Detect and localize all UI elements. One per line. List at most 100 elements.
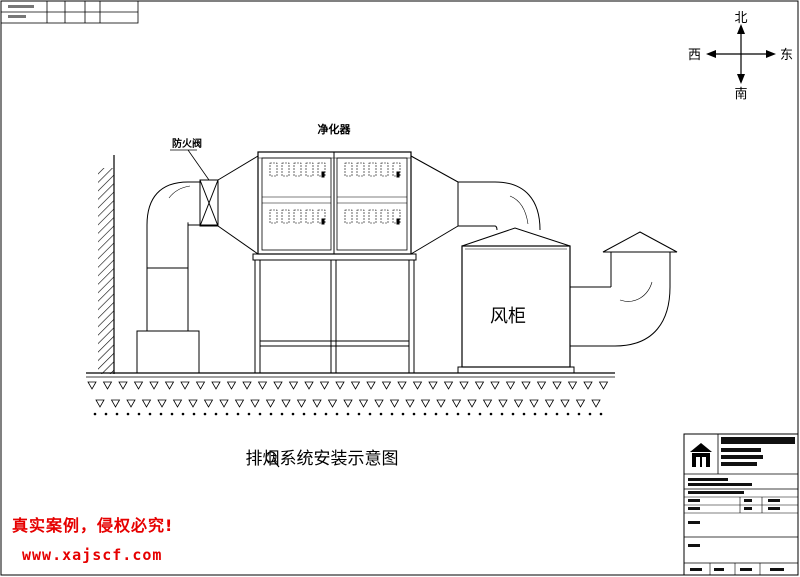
soil-symbols-row-1 bbox=[87, 381, 609, 390]
soil-symbol bbox=[567, 381, 578, 390]
soil-symbol bbox=[428, 381, 438, 390]
louver-slot bbox=[281, 209, 290, 224]
left-riser-duct bbox=[136, 181, 218, 374]
soil-symbol bbox=[583, 381, 593, 390]
soil-symbol bbox=[536, 381, 547, 390]
soil-symbol bbox=[242, 381, 252, 390]
soil-symbol bbox=[304, 381, 314, 390]
louver-slot bbox=[344, 162, 353, 177]
watermark-text: 真实案例，侵权必究! bbox=[12, 516, 174, 535]
panel-handle bbox=[321, 171, 325, 178]
louver-slot bbox=[392, 209, 401, 224]
louver-slot bbox=[344, 209, 353, 224]
compass-north-label: 北 bbox=[734, 11, 747, 26]
soil-dot bbox=[445, 412, 449, 416]
north-arrow-icon bbox=[737, 24, 745, 34]
soil-symbol bbox=[211, 381, 221, 390]
louver-slot bbox=[305, 209, 314, 224]
soil-symbol bbox=[288, 381, 299, 390]
soil-symbol bbox=[149, 381, 159, 390]
soil-symbol bbox=[498, 399, 508, 408]
soil-dot bbox=[192, 412, 196, 416]
soil-symbol bbox=[250, 399, 260, 408]
diagram-title-group: 排烟系统安装示意图 bbox=[246, 449, 399, 469]
panel-handle bbox=[321, 218, 325, 225]
soil-dot bbox=[379, 412, 383, 416]
soil-symbol bbox=[575, 399, 586, 408]
soil-dot bbox=[412, 412, 416, 416]
soil-symbol bbox=[102, 381, 113, 390]
soil-dot bbox=[181, 412, 185, 416]
soil-symbol bbox=[451, 399, 462, 408]
soil-dot bbox=[599, 412, 603, 416]
inlet-transition bbox=[217, 155, 259, 255]
magnifier-icon bbox=[265, 451, 277, 463]
soil-dot bbox=[159, 412, 163, 416]
soil-symbol bbox=[490, 381, 500, 390]
soil-dot bbox=[214, 412, 218, 416]
soil-dot bbox=[93, 412, 97, 416]
soil-symbol bbox=[164, 381, 175, 390]
soil-symbol bbox=[226, 381, 237, 390]
soil-symbol bbox=[141, 399, 152, 408]
soil-dot bbox=[357, 412, 361, 416]
top-left-table bbox=[0, 0, 139, 24]
soil-dot bbox=[115, 412, 119, 416]
soil-symbol bbox=[335, 381, 345, 390]
soil-symbol bbox=[412, 381, 423, 390]
soil-dot bbox=[291, 412, 295, 416]
compass-east-label: 东 bbox=[780, 48, 793, 63]
soil-symbol bbox=[195, 381, 206, 390]
louver-slot bbox=[380, 162, 389, 177]
soil-dot bbox=[258, 412, 262, 416]
soil-dot bbox=[577, 412, 581, 416]
soil-symbols-row-2 bbox=[93, 399, 603, 416]
soil-symbol bbox=[296, 399, 307, 408]
louver-slot bbox=[356, 162, 365, 177]
company-logo-icon bbox=[690, 443, 712, 467]
soil-dot bbox=[390, 412, 394, 416]
soil-dot bbox=[280, 412, 284, 416]
east-arrow-icon bbox=[766, 50, 776, 58]
soil-symbol bbox=[133, 381, 144, 390]
soil-dot bbox=[522, 412, 526, 416]
soil-symbol bbox=[459, 381, 469, 390]
title-block bbox=[683, 433, 799, 576]
louver-slot bbox=[368, 162, 377, 177]
soil-dot bbox=[236, 412, 240, 416]
soil-symbol bbox=[343, 399, 353, 408]
west-arrow-icon bbox=[706, 50, 716, 58]
soil-symbol bbox=[505, 381, 516, 390]
soil-symbol bbox=[474, 381, 485, 390]
soil-symbol bbox=[95, 399, 105, 408]
soil-dot bbox=[335, 412, 339, 416]
soil-dot bbox=[555, 412, 559, 416]
soil-symbol bbox=[560, 399, 570, 408]
soil-symbol bbox=[327, 399, 338, 408]
watermark-url[interactable]: www.xajscf.com bbox=[22, 546, 163, 564]
fan-cabinet-label: 风柜 bbox=[490, 306, 526, 327]
soil-symbol bbox=[521, 381, 531, 390]
soil-symbol bbox=[374, 399, 384, 408]
soil-symbol bbox=[180, 381, 190, 390]
louver-slot bbox=[305, 162, 314, 177]
soil-symbol bbox=[273, 381, 283, 390]
soil-symbol bbox=[126, 399, 136, 408]
soil-symbol bbox=[281, 399, 291, 408]
louver-slot bbox=[317, 162, 326, 177]
soil-symbol bbox=[513, 399, 524, 408]
purifier-label: 净化器 bbox=[318, 122, 352, 136]
soil-symbol bbox=[397, 381, 407, 390]
diagram-title: 排烟系统安装示意图 bbox=[246, 449, 399, 469]
soil-dot bbox=[170, 412, 174, 416]
soil-symbol bbox=[420, 399, 431, 408]
soil-dot bbox=[203, 412, 207, 416]
soil-symbol bbox=[544, 399, 555, 408]
soil-dot bbox=[302, 412, 306, 416]
soil-dot bbox=[269, 412, 273, 416]
soil-symbol bbox=[443, 381, 454, 390]
soil-symbol bbox=[219, 399, 229, 408]
fan-cabinet: 风柜 bbox=[457, 227, 575, 374]
louver-slot bbox=[380, 209, 389, 224]
